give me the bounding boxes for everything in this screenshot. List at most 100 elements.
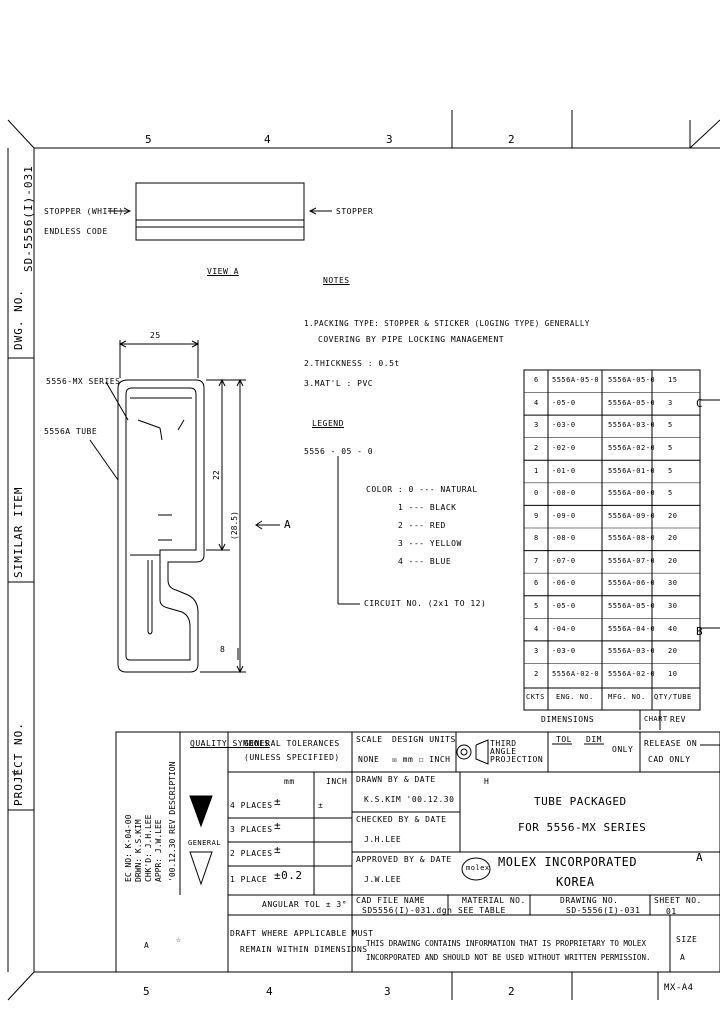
zone-bottom-4: 4 — [266, 985, 274, 998]
dim-table-cell-ckt: 9 — [534, 511, 539, 520]
dim-header-ckt: CKTS — [526, 693, 545, 701]
dim-table-cell-ckt: 4 — [534, 398, 539, 407]
dim-caption: DIMENSIONS — [541, 715, 595, 724]
drawing-no-value: SD-5556(I)-031 — [566, 906, 641, 915]
dim-table-cell-qty: 20 — [668, 647, 678, 656]
dim-header-b: MFG. NO. — [608, 693, 646, 701]
zone-bottom-2: 2 — [508, 985, 516, 998]
dim-table-cell-b: 5556A-01-0 — [608, 466, 656, 475]
view-label: VIEW A — [207, 267, 239, 276]
dim-header-qty: QTY/TUBE — [654, 693, 692, 701]
dim-table-cell-ckt: 2 — [534, 669, 539, 678]
dim-table-cell-a: -02-0 — [552, 444, 576, 452]
stopper-label: STOPPER — [336, 207, 374, 216]
dim-table-cell-a: 5556A-02-0 — [552, 669, 600, 678]
dim-table-cell-ckt: 3 — [534, 421, 539, 430]
dim-table-cell-a: -08-0 — [552, 534, 576, 543]
rev-col-5: '00.12.30 REV DESCRIPTION — [168, 761, 177, 882]
dim-table-cell-qty: 20 — [668, 556, 678, 565]
dim-table-cell-qty: 5 — [668, 489, 673, 498]
dim-table-cell-a: -05-0 — [552, 398, 576, 407]
dim-table-cell-b: 5556A-03-0 — [608, 647, 656, 656]
dim-table-cell-b: 5556A-05-0 — [608, 398, 656, 407]
draft-note-1: DRAFT WHERE APPLICABLE MUST — [230, 929, 374, 938]
dim-table-cell-ckt: 2 — [534, 444, 539, 452]
arrow-a-label: A — [284, 518, 292, 531]
dwg-no-label: DWG. NO. — [12, 289, 25, 350]
color-3: 3 --- YELLOW — [398, 539, 462, 548]
drawing-no-label: DRAWING NO. — [560, 896, 619, 905]
zone-top-5: 5 — [145, 133, 153, 146]
dim-inner: 22 — [212, 470, 221, 480]
legend-code: 5556 - 05 - 0 — [304, 447, 374, 456]
dim-table-cell-ckt: 7 — [534, 556, 539, 565]
material-label: MATERIAL NO. — [462, 896, 526, 905]
dim-table-cell-a: -01-0 — [552, 466, 576, 475]
rev-col-1: EC NO: K-04-00 — [124, 814, 133, 882]
tol-3: ± — [274, 819, 282, 832]
dim-table-cell-qty: 3 — [668, 398, 673, 407]
dim-table-cell-b: 5556A-03-0 — [608, 421, 656, 430]
dim-table-cell-qty: 40 — [668, 624, 678, 633]
notes-line-3: 2.THICKNESS : 0.5t — [304, 359, 400, 368]
dim-table-cell-b: 5556A-00-0 — [608, 489, 656, 498]
tol-2: ± — [274, 843, 282, 856]
dim-header-a: ENG. NO. — [556, 693, 594, 701]
notes-line-4: 3.MAT'L : PVC — [304, 379, 374, 388]
zone-right-a: A — [696, 851, 704, 864]
zone-bottom-3: 3 — [384, 985, 392, 998]
tube-label: 5556A TUBE — [44, 427, 98, 436]
drawing-title-2: FOR 5556-MX SERIES — [518, 821, 647, 834]
zone-top-2: 2 — [508, 133, 516, 146]
dim-table-cell-ckt: 8 — [534, 534, 539, 543]
project-no-label: PROJECT NO. — [12, 722, 25, 806]
dim-table-cell-b: 5556A-05-0 — [608, 376, 656, 385]
sheet-size: MX-A4 — [664, 983, 694, 993]
similar-item-label: SIMILAR ITEM — [12, 486, 25, 578]
dim-table-cell-a: -09-0 — [552, 511, 576, 520]
rev-symbol: ☆ — [176, 935, 182, 944]
quality-symbols: QUALITY SYMBOLS — [190, 739, 270, 748]
inch-label: INCH — [326, 777, 348, 786]
inch-tol: ± — [318, 801, 324, 810]
checked-by-label: CHECKED BY & DATE — [356, 815, 447, 824]
projection-label: THIRD ANGLE PROJECTION — [490, 739, 544, 764]
color-head: COLOR : 0 --- NATURAL — [366, 485, 478, 494]
general-tolerances: GENERAL TOLERANCES — [244, 739, 340, 748]
zone-top-4: 4 — [264, 133, 272, 146]
scale-value: NONE — [358, 755, 380, 764]
dim-table-cell-ckt: 1 — [534, 466, 539, 475]
places-2: 2 PLACES — [230, 849, 273, 858]
notes-line-1: 1.PACKING TYPE: STOPPER & STICKER (LOGIN… — [304, 319, 590, 328]
places-1: 1 PLACE — [230, 875, 268, 884]
drawn-by-label: DRAWN BY & DATE — [356, 775, 436, 784]
dwg-no-value: SD-5556(I)-031 — [22, 165, 35, 272]
dim-table-cell-b: 5556A-02-0 — [608, 444, 656, 452]
dim-tick: 8 — [220, 645, 226, 654]
checked-by-value: J.H.LEE — [364, 835, 402, 844]
color-1: 1 --- BLACK — [398, 503, 457, 512]
chart-label: CHART — [644, 715, 668, 723]
rev-label: REV — [670, 715, 686, 724]
company-country: KOREA — [556, 875, 595, 889]
dim-table-cell-ckt: 0 — [534, 489, 539, 498]
mm-label: mm — [284, 777, 295, 786]
dim-table-cell-a: -06-0 — [552, 579, 576, 588]
dim-table-cell-ckt: 5 — [534, 602, 539, 610]
places-4: 4 PLACES — [230, 801, 273, 810]
dim-table-cell-b: 5556A-05-0 — [608, 602, 656, 610]
dim-table-cell-qty: 20 — [668, 511, 678, 520]
dim-table-cell-a: -04-0 — [552, 624, 576, 633]
project-marker: ▽ — [12, 769, 18, 779]
fraction-tol: TOL — [556, 735, 572, 744]
scale-label: SCALE — [356, 735, 383, 744]
general-mark: GENERAL — [188, 839, 222, 847]
approved-by-value: J.W.LEE — [364, 875, 402, 884]
tol-1: ±0.2 — [274, 869, 303, 882]
dim-table-cell-ckt: 4 — [534, 624, 539, 633]
draft-note-2: REMAIN WITHIN DIMENSIONS — [240, 945, 368, 954]
dim-table-cell-b: 5556A-08-0 — [608, 534, 656, 543]
dim-table-cell-a: -03-0 — [552, 421, 576, 430]
release-note-1: RELEASE ON — [644, 739, 698, 748]
color-2: 2 --- RED — [398, 521, 446, 530]
